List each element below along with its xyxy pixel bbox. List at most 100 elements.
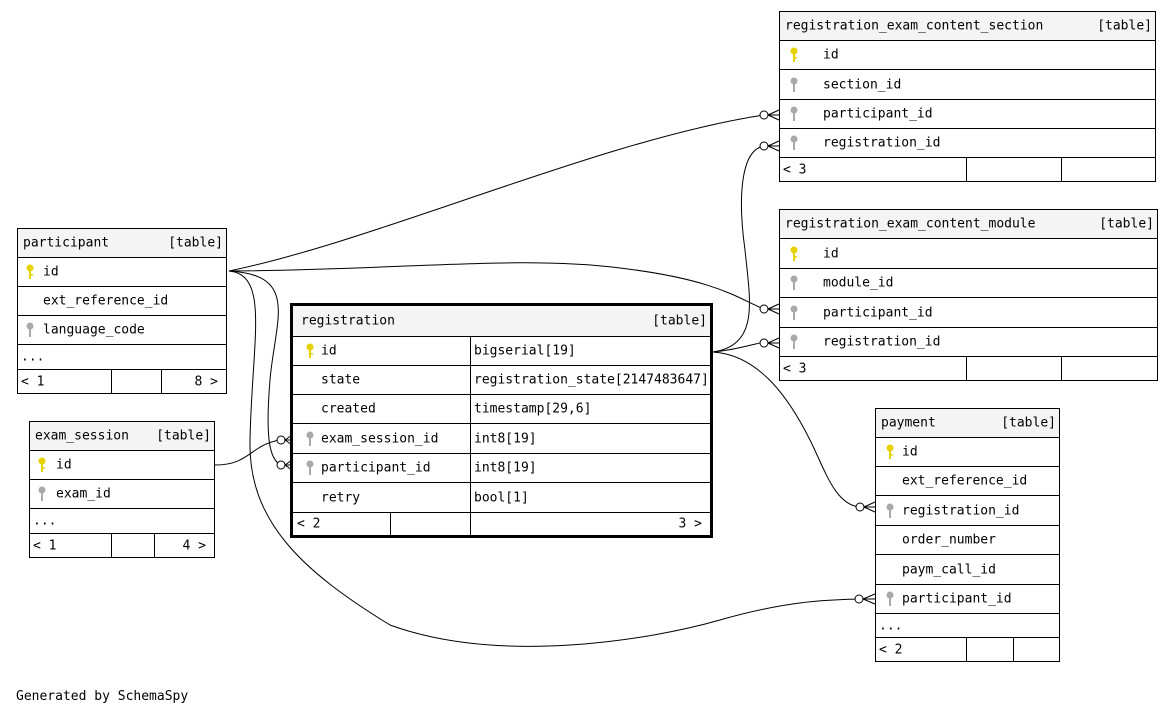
column-row: registration_id	[780, 129, 1155, 158]
primary-key-icon	[26, 264, 34, 279]
column-name: order_number	[902, 532, 996, 548]
child-count[interactable]: 3 >	[678, 516, 702, 532]
parent-count[interactable]: < 2	[879, 642, 903, 658]
column-name: participant_id	[902, 591, 1012, 607]
table-type: [table]	[1099, 216, 1154, 232]
table-payment[interactable]: payment [table] id ext_reference_id regi…	[875, 408, 1060, 662]
parent-count[interactable]: < 3	[783, 361, 807, 377]
column-name: id	[43, 264, 59, 280]
column-name: exam_session_id	[321, 431, 439, 446]
column-name: participant_id	[823, 106, 933, 122]
zero-marker	[759, 141, 769, 151]
foreign-key-icon	[886, 503, 894, 518]
column-type: timestamp[29,6]	[474, 401, 592, 417]
column-row: participant_id int8[19]	[293, 454, 710, 483]
edge-participant-module	[228, 262, 765, 310]
column-name: registration_id	[823, 135, 941, 151]
column-type: int8[19]	[474, 431, 537, 446]
more-indicator: ...	[879, 618, 903, 633]
edge-registration-payment	[712, 351, 861, 508]
column-row: registration_id	[780, 328, 1157, 357]
table-name: registration_exam_content_section	[785, 18, 1044, 34]
edge-participant-section	[228, 114, 765, 272]
table-footer: < 2	[876, 638, 1059, 662]
foreign-key-icon	[26, 322, 34, 337]
column-type: int8[19]	[474, 460, 537, 476]
column-name: id	[321, 343, 337, 359]
column-name: created	[321, 401, 376, 417]
child-count[interactable]: 8 >	[194, 374, 218, 390]
table-footer: < 3	[780, 357, 1157, 381]
more-indicator: ...	[21, 349, 45, 365]
foreign-key-icon	[790, 334, 798, 349]
column-row: registration_id	[876, 496, 1059, 526]
more-columns-row: ...	[876, 614, 1059, 638]
edge-exam-session-registration	[214, 439, 281, 466]
table-header: registration [table]	[293, 306, 710, 337]
column-name: id	[823, 246, 839, 261]
table-footer: < 1 8 >	[18, 370, 226, 394]
column-name: language_code	[43, 322, 145, 338]
column-row: id	[18, 258, 226, 287]
crowfoot-marker	[862, 593, 876, 605]
foreign-key-icon	[38, 486, 46, 501]
zero-marker	[854, 594, 864, 604]
crowfoot-marker	[767, 140, 780, 152]
zero-marker	[855, 502, 865, 512]
foreign-key-icon	[790, 275, 798, 290]
column-row: id	[876, 438, 1059, 467]
crowfoot-marker	[767, 303, 780, 315]
foreign-key-icon	[790, 77, 798, 92]
table-type: [table]	[652, 313, 707, 329]
primary-key-icon	[886, 444, 894, 459]
column-row: paym_call_id	[876, 555, 1059, 585]
primary-key-icon	[306, 343, 314, 358]
table-registration[interactable]: registration [table] id bigserial[19] st…	[290, 303, 713, 538]
table-header: participant [table]	[18, 229, 226, 258]
table-name: registration	[301, 313, 395, 329]
table-footer: < 1 4 >	[30, 534, 214, 558]
foreign-key-icon	[790, 305, 798, 320]
column-row: participant_id	[780, 298, 1157, 328]
column-name: id	[56, 457, 72, 473]
column-type: bigserial[19]	[474, 343, 576, 359]
primary-key-icon	[790, 246, 798, 261]
more-columns-row: ...	[30, 509, 214, 534]
table-footer: < 2 3 >	[293, 513, 710, 535]
column-row: id	[30, 451, 214, 480]
column-name: module_id	[823, 275, 894, 291]
foreign-key-icon	[790, 135, 798, 150]
parent-count[interactable]: < 3	[783, 162, 807, 178]
child-count[interactable]: 4 >	[182, 538, 206, 554]
table-name: participant	[23, 235, 110, 251]
column-row: exam_id	[30, 480, 214, 509]
table-participant[interactable]: participant [table] id ext_reference_id …	[17, 228, 227, 394]
column-name: id	[823, 47, 839, 63]
parent-count[interactable]: < 1	[33, 538, 57, 554]
column-type: bool[1]	[474, 490, 529, 505]
zero-marker	[759, 110, 769, 120]
column-name: paym_call_id	[902, 562, 996, 577]
table-exam-session[interactable]: exam_session [table] id exam_id ... < 1 …	[29, 421, 215, 558]
parent-count[interactable]: < 2	[297, 516, 321, 532]
table-registration-exam-content-section[interactable]: registration_exam_content_section [table…	[779, 11, 1156, 182]
parent-count[interactable]: < 1	[21, 374, 45, 390]
column-row: language_code	[18, 316, 226, 345]
column-name: participant_id	[321, 460, 431, 476]
edge-participant-payment	[228, 270, 861, 647]
column-name: state	[321, 372, 361, 388]
edge-registration-section	[712, 145, 765, 353]
table-header: registration_exam_content_section [table…	[780, 12, 1155, 41]
crowfoot-marker	[767, 337, 780, 349]
table-name: payment	[881, 415, 936, 431]
column-name: ext_reference_id	[43, 293, 169, 309]
column-name: ext_reference_id	[902, 473, 1028, 489]
column-type: registration_state[2147483647]	[474, 372, 709, 388]
edge-participant-registration	[228, 270, 282, 466]
column-row: section_id	[780, 70, 1155, 100]
foreign-key-icon	[306, 431, 314, 446]
column-name: section_id	[823, 77, 902, 92]
table-registration-exam-content-module[interactable]: registration_exam_content_module [table]…	[779, 209, 1158, 381]
table-name: registration_exam_content_module	[785, 216, 1036, 232]
table-header: registration_exam_content_module [table]	[780, 210, 1157, 239]
